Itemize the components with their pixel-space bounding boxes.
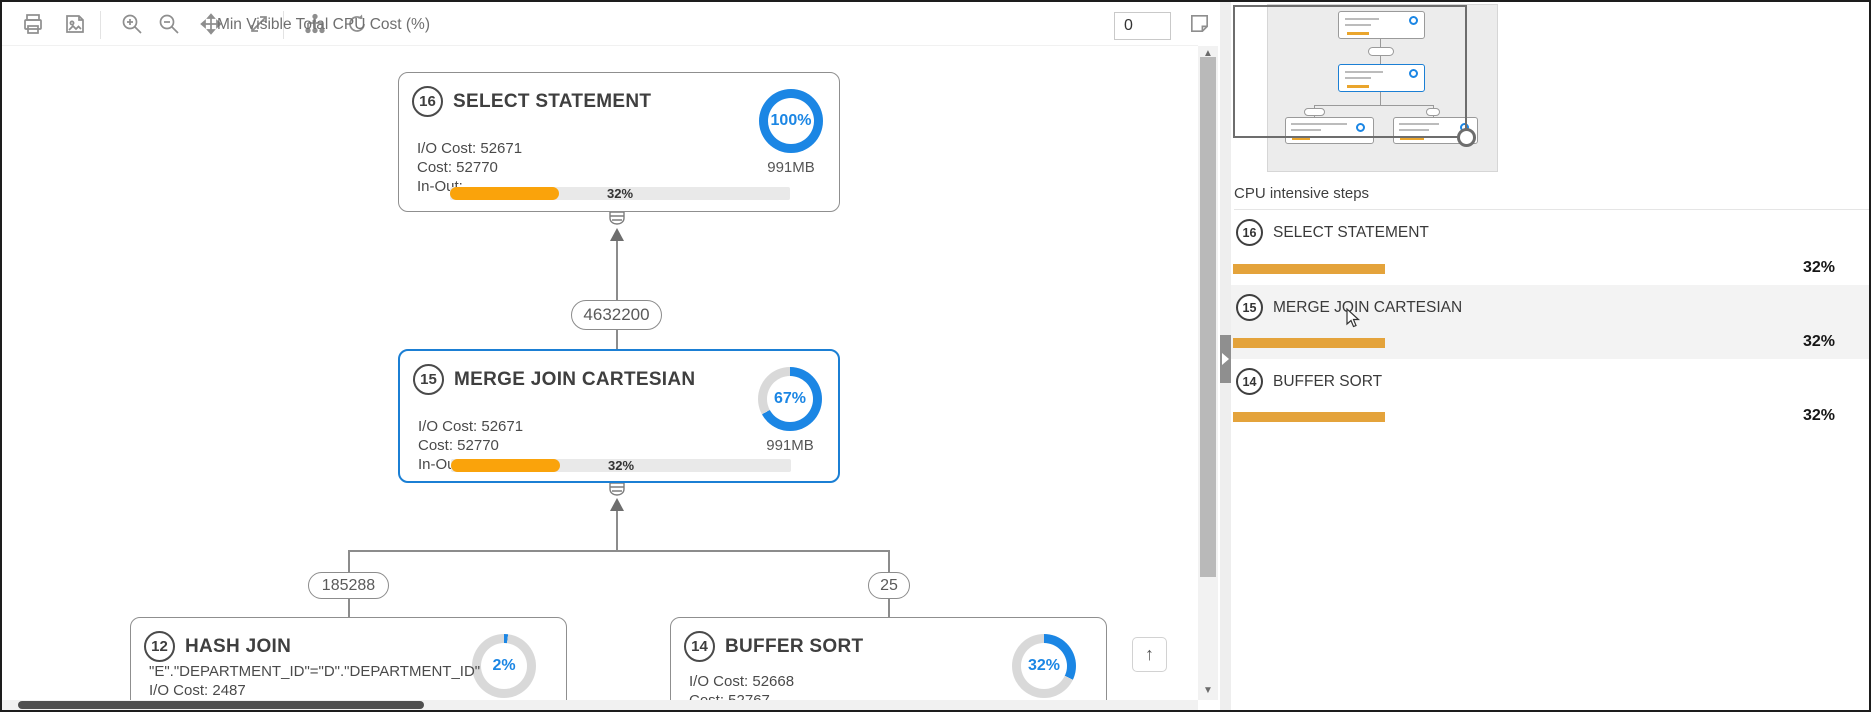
plan-diagram-canvas[interactable]: 4632200 185288 25 16 SELECT STATEMENT 10… [2, 46, 1198, 700]
cpu-percent-value: 67% [773, 390, 807, 407]
vertical-scrollbar[interactable]: ▲ ▼ [1198, 46, 1218, 700]
edge-line [348, 550, 350, 572]
node-title: MERGE JOIN CARTESIAN [454, 369, 696, 390]
edge-rows-label: 185288 [308, 572, 389, 599]
pan-button[interactable] [194, 9, 228, 43]
panel-splitter[interactable] [1220, 2, 1231, 710]
expand-icon [247, 12, 271, 41]
image-icon [63, 12, 87, 41]
cpu-intensive-steps-header: CPU intensive steps [1234, 178, 1869, 210]
tree-layout-button[interactable] [298, 9, 332, 43]
edge-line [888, 599, 890, 617]
inout-progress-bar: 32% [451, 459, 791, 472]
print-icon [21, 12, 45, 41]
min-cpu-cost-label: Min Visible Total CPU Cost (%) [216, 16, 430, 33]
cpu-bar [1233, 264, 1708, 274]
zoom-in-icon [120, 12, 144, 41]
export-image-button[interactable] [58, 9, 92, 43]
toolbar-separator [283, 11, 284, 39]
fit-expand-button[interactable] [242, 9, 276, 43]
plan-node-merge-join-cartesian[interactable]: 15 MERGE JOIN CARTESIAN 67% 991MB I/O Co… [398, 349, 840, 483]
cpu-percent-donut: 32% [1012, 634, 1076, 698]
memory-value: 991MB [767, 159, 815, 176]
cpu-percent-donut: 2% [472, 634, 536, 698]
cpu-percent-label: 32% [1802, 333, 1835, 350]
minimap-node [1338, 11, 1425, 39]
filter-icon [607, 211, 627, 230]
vertical-scroll-thumb[interactable] [1200, 57, 1216, 577]
cpu-step-row-buffer-sort[interactable]: 14 BUFFER SORT 32% [1231, 359, 1869, 433]
scroll-up-arrow-icon[interactable]: ▲ [1203, 48, 1213, 59]
edge-rows-label: 25 [868, 572, 910, 599]
plan-node-select-statement[interactable]: 16 SELECT STATEMENT 100% 991MB I/O Cost:… [398, 72, 840, 212]
node-details: "E"."DEPARTMENT_ID"="D"."DEPARTMENT_ID" … [149, 663, 481, 699]
cpu-percent-value: 32% [1027, 657, 1061, 674]
memory-value: 991MB [766, 437, 814, 454]
node-title: SELECT STATEMENT [453, 91, 652, 112]
cpu-percent-donut: 100% [759, 89, 823, 153]
arrow-up-icon: ↑ [1145, 644, 1154, 664]
step-number-badge: 14 [684, 631, 715, 662]
step-number-badge: 12 [144, 631, 175, 662]
step-number-badge: 16 [412, 86, 443, 117]
zoom-out-icon [157, 12, 181, 41]
node-details: I/O Cost: 52671 Cost: 52770 In-Out: [417, 140, 523, 195]
refresh-button[interactable] [340, 9, 374, 43]
toolbar-separator [100, 11, 101, 39]
minimap-node [1338, 64, 1425, 92]
cpu-percent-label: 32% [1802, 259, 1835, 276]
node-details: I/O Cost: 52668 Cost: 52767 [689, 673, 795, 700]
step-label: MERGE JOIN CARTESIAN [1273, 299, 1463, 316]
cpu-step-row-select-statement[interactable]: 16 SELECT STATEMENT 32% [1231, 210, 1869, 285]
zoom-out-button[interactable] [152, 9, 186, 43]
cpu-percent-label: 32% [1802, 407, 1835, 424]
cpu-step-row-merge-join-cartesian[interactable]: 15 MERGE JOIN CARTESIAN 32% [1231, 285, 1869, 359]
inout-progress-bar: 32% [450, 187, 790, 200]
toolbar: Min Visible Total CPU Cost (%) [2, 2, 1208, 46]
edge-line [616, 330, 618, 349]
pan-icon [199, 12, 223, 41]
step-number-badge: 16 [1236, 219, 1263, 246]
edge-line [616, 511, 618, 550]
min-cpu-cost-input[interactable] [1114, 12, 1171, 40]
tree-layout-icon [303, 12, 327, 41]
node-title: HASH JOIN [185, 636, 292, 657]
minimap-node [1285, 117, 1374, 144]
zoom-in-button[interactable] [115, 9, 149, 43]
edge-line [348, 599, 350, 617]
notes-button[interactable] [1182, 9, 1216, 43]
cpu-percent-donut: 67% [758, 367, 822, 431]
minimap-viewport-rect[interactable] [1233, 5, 1467, 138]
plan-node-hash-join[interactable]: 12 HASH JOIN 2% 26MB "E"."DEPARTMENT_ID"… [130, 617, 567, 700]
edge-line [348, 550, 889, 552]
plan-node-buffer-sort[interactable]: 14 BUFFER SORT 32% 559B I/O Cost: 52668 … [670, 617, 1107, 700]
horizontal-scrollbar[interactable] [2, 700, 1198, 710]
refresh-icon [345, 12, 369, 41]
cpu-steps-sidebar: CPU intensive steps 16 SELECT STATEMENT … [1231, 2, 1869, 710]
edge-arrow [610, 228, 624, 241]
scroll-down-arrow-icon[interactable]: ▼ [1203, 685, 1213, 696]
cpu-percent-value: 100% [770, 112, 812, 129]
scroll-to-top-button[interactable]: ↑ [1132, 637, 1167, 672]
splitter-collapse-handle[interactable] [1220, 335, 1231, 383]
note-icon [1188, 12, 1211, 40]
cpu-percent-value: 2% [492, 657, 516, 674]
step-number-badge: 14 [1236, 368, 1263, 395]
edge-line [888, 550, 890, 572]
minimap-viewport-handle[interactable] [1457, 128, 1476, 147]
cpu-bar [1233, 412, 1708, 422]
node-title: BUFFER SORT [725, 636, 864, 657]
print-button[interactable] [16, 9, 50, 43]
mouse-cursor [1346, 307, 1362, 335]
edge-line [616, 241, 618, 300]
filter-icon [607, 482, 627, 501]
step-number-badge: 15 [1236, 294, 1263, 321]
step-label: SELECT STATEMENT [1273, 224, 1429, 241]
step-label: BUFFER SORT [1273, 373, 1383, 390]
edge-arrow [610, 498, 624, 511]
step-number-badge: 15 [413, 364, 444, 395]
horizontal-scroll-thumb[interactable] [18, 701, 424, 709]
cpu-bar [1233, 338, 1708, 348]
edge-rows-label: 4632200 [571, 300, 662, 330]
